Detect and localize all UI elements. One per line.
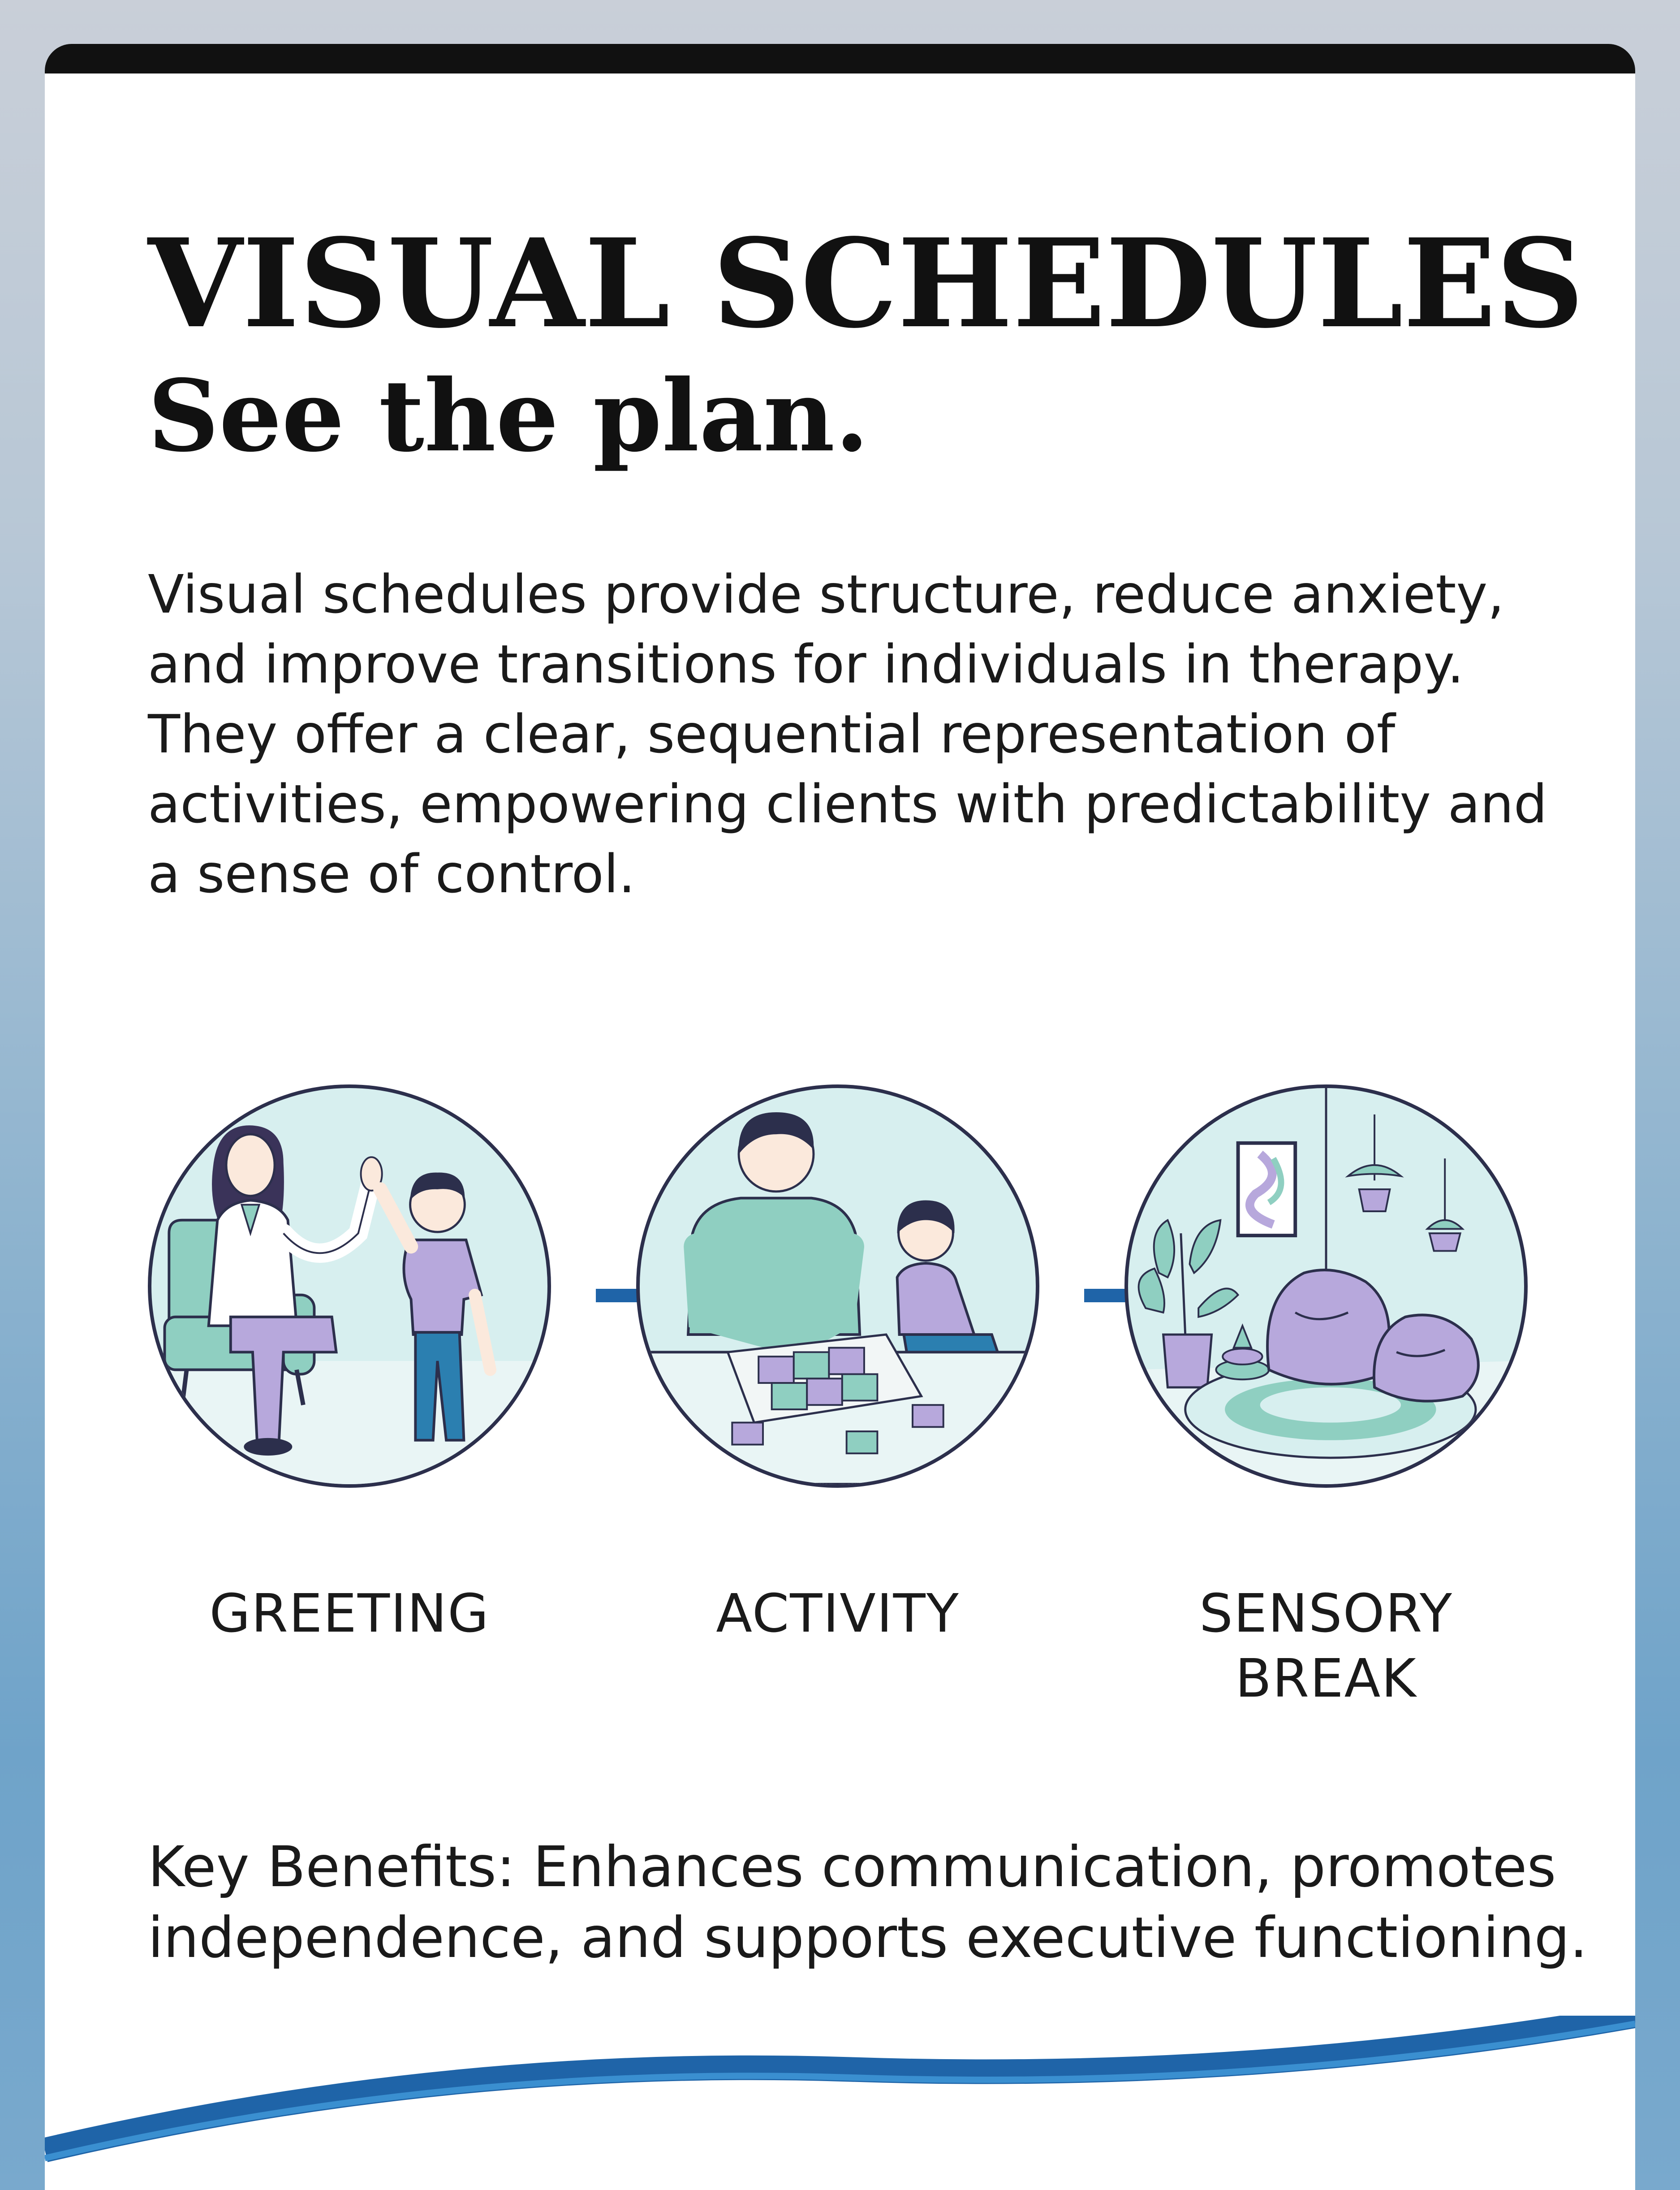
key-benefits-text: Key Benefits: Enhances communication, pr… [148,1835,1588,1970]
wave-decoration [45,2016,1635,2190]
page-subtitle: See the plan. [148,358,870,474]
step-greeting-circle [148,1084,551,1488]
sensory-room-illustration-icon [1128,1088,1524,1484]
step-label-activity: ACTIVITY [716,1582,960,1644]
greeting-illustration-icon [151,1125,547,1484]
step-label-greeting: GREETING [209,1582,490,1644]
step-sensory-break-circle [1124,1084,1528,1488]
step-label-sensory-break: SENSORY BREAK [1199,1582,1453,1709]
puzzle-activity-illustration-icon [640,1112,1036,1484]
page-title: VISUAL SCHEDULES [148,212,1584,355]
step-activity-circle [636,1084,1039,1488]
schedule-card: VISUAL SCHEDULES See the plan. Visual sc… [45,44,1635,2190]
top-bar [45,44,1635,73]
intro-paragraph: Visual schedules provide structure, redu… [148,563,1547,905]
